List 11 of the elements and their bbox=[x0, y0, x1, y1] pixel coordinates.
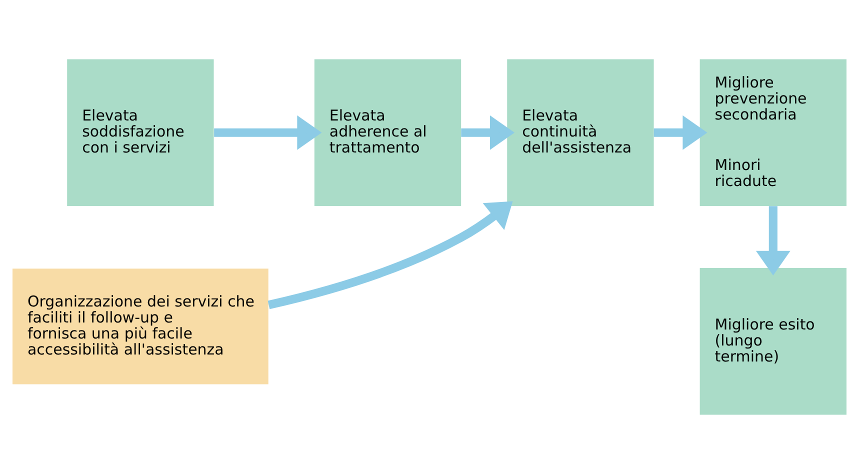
arrow bbox=[756, 206, 790, 275]
node-box: Elevata continuità dell'assistenza bbox=[507, 58, 654, 206]
node-box: Migliore prevenzione secondaria Minori ricadute bbox=[700, 58, 846, 206]
node-box: Elevata adherence al trattamento bbox=[314, 58, 462, 206]
arrow bbox=[214, 114, 322, 150]
node-box: Migliore esito (lungo termine) bbox=[700, 268, 846, 414]
arrow bbox=[654, 114, 708, 150]
arrow bbox=[268, 200, 513, 309]
node-box: Organizzazione dei servizi che faciliti il follow-up e fornisca una più facile accessibilità all'assistenza bbox=[12, 268, 268, 384]
arrow bbox=[461, 114, 515, 150]
node-box: Elevata soddisfazione con i servizi bbox=[67, 58, 214, 206]
